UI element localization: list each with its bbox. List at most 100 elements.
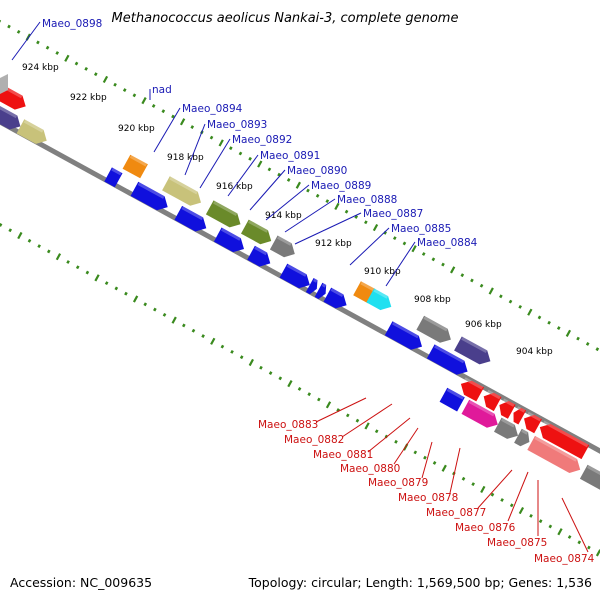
gene-label[interactable]: Maeo_0888	[337, 194, 397, 206]
gene-label[interactable]: Maeo_0893	[207, 119, 267, 131]
tick-mark	[102, 75, 109, 84]
leader-line	[561, 497, 589, 553]
kbp-label: 914 kbp	[265, 211, 302, 221]
gene-label[interactable]: Maeo_0884	[417, 237, 478, 249]
gene-highlight	[321, 283, 327, 288]
tick-mark	[344, 209, 349, 214]
leader-line	[477, 469, 513, 509]
tick-mark	[461, 476, 466, 481]
tick-mark	[306, 188, 310, 193]
gene-label[interactable]: Maeo_0874	[534, 553, 595, 565]
gene-label[interactable]: Maeo_0879	[368, 477, 428, 489]
tick-mark	[220, 344, 225, 349]
gene-highlight	[501, 418, 515, 428]
gene-arrow	[279, 263, 310, 289]
gene-label[interactable]: Maeo_0894	[182, 103, 243, 115]
gene-arrow	[539, 424, 590, 460]
gene-highlight	[221, 228, 241, 241]
gene-label[interactable]: Maeo_0878	[398, 492, 458, 504]
gene-arrow	[247, 245, 271, 267]
tick-mark	[547, 320, 551, 325]
tick-mark	[75, 265, 80, 270]
tick-mark	[8, 228, 13, 233]
kbp-label: 918 kbp	[167, 153, 204, 163]
tick-mark	[595, 347, 600, 352]
tick-mark	[355, 418, 360, 423]
tick-mark	[268, 371, 273, 375]
tick-mark	[191, 328, 196, 333]
gene-label[interactable]: Maeo_0883	[258, 419, 318, 431]
gene-highlight	[169, 176, 198, 195]
gene-label[interactable]: Maeo_0891	[260, 150, 320, 162]
gene-label[interactable]: Maeo_0892	[232, 134, 292, 146]
gene-label[interactable]: nad	[152, 84, 172, 96]
gene-highlight	[468, 400, 495, 417]
leader-line	[349, 227, 390, 266]
gene-label[interactable]: Maeo_0887	[363, 208, 423, 220]
leader-line	[227, 154, 259, 197]
gene-arrow	[426, 344, 468, 375]
gene-highlight	[373, 288, 389, 299]
gene-arrow	[122, 154, 148, 179]
tick-mark	[432, 461, 437, 465]
gene-label[interactable]: Maeo_0885	[391, 223, 451, 235]
tick-mark	[460, 273, 465, 278]
tick-mark	[239, 355, 244, 360]
leader-line	[249, 169, 286, 211]
tick-mark	[124, 291, 128, 296]
gene-label[interactable]: Maeo_0882	[284, 434, 344, 446]
gene-label[interactable]: Maeo_0875	[487, 537, 547, 549]
tick-mark	[499, 294, 503, 299]
tick-mark	[577, 540, 582, 545]
gene-arrow	[527, 435, 581, 473]
tick-mark	[229, 146, 233, 151]
tick-mark	[576, 336, 580, 341]
gene-arrow	[323, 287, 347, 309]
tick-mark	[297, 387, 302, 391]
tick-mark	[93, 72, 98, 77]
gene-highlight	[0, 106, 18, 119]
gene-label[interactable]: Maeo_0889	[311, 180, 371, 192]
gene-labels: Maeo_0898nadMaeo_0894Maeo_0893Maeo_0892M…	[11, 18, 595, 565]
gene-label[interactable]: Maeo_0876	[455, 522, 516, 534]
gene-highlight	[543, 420, 589, 448]
gene-arrow	[314, 282, 327, 299]
gene-label[interactable]: Maeo_0877	[426, 507, 486, 519]
gene-highlight	[502, 398, 515, 407]
gene-arrow	[579, 464, 600, 490]
gene-label[interactable]: Maeo_0881	[313, 449, 373, 461]
tick-mark	[411, 245, 417, 253]
gene-highlight	[213, 200, 238, 216]
gene-arrow	[439, 387, 465, 412]
gene-label[interactable]: Maeo_0890	[287, 165, 347, 177]
tick-mark	[364, 220, 368, 225]
tick-mark	[479, 283, 484, 288]
gene-label[interactable]: Maeo_0898	[42, 18, 102, 30]
gene-arrow	[513, 407, 527, 425]
tick-mark	[7, 24, 11, 29]
tick-mark	[190, 125, 195, 129]
gene-label[interactable]: Maeo_0880	[340, 463, 400, 475]
tick-mark	[336, 408, 340, 412]
leader-line	[153, 107, 181, 153]
tick-mark	[27, 238, 32, 243]
tick-mark	[471, 482, 475, 487]
tick-mark	[122, 88, 127, 92]
tick-mark	[421, 252, 426, 256]
gene-highlight	[313, 278, 318, 283]
gene-highlight	[254, 246, 268, 256]
leader-line	[393, 427, 419, 465]
tick-mark	[538, 519, 543, 524]
gene-highlight	[111, 167, 122, 176]
tick-mark	[441, 464, 447, 472]
gene-arrow	[0, 74, 8, 94]
leader-line	[341, 403, 393, 438]
tick-mark	[64, 54, 70, 62]
tick-mark	[441, 262, 445, 267]
tick-mark	[364, 422, 370, 430]
gene-highlight	[423, 316, 448, 332]
leader-line	[385, 241, 416, 287]
gene-features	[0, 74, 600, 490]
